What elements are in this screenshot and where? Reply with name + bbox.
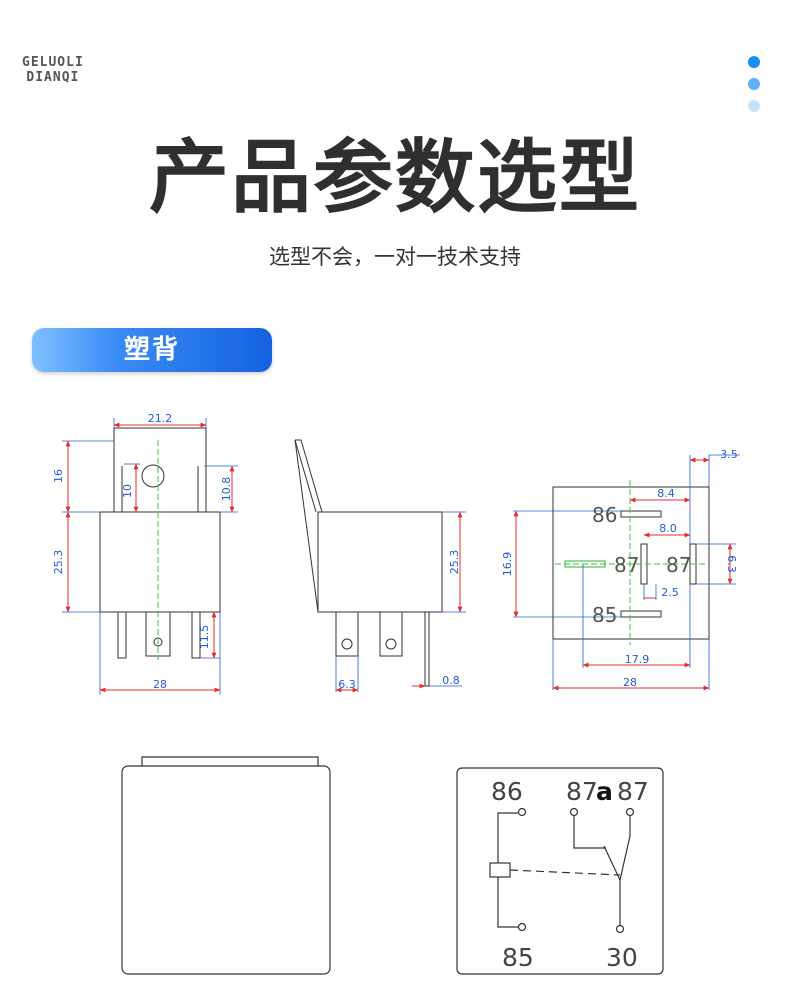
dim-width: 28 [153,678,167,691]
dim-side-body-height: 25.3 [448,550,461,575]
side-terminal-1 [335,612,359,657]
dim-offset: 3.5 [720,448,738,461]
dim-side-thickness: 0.8 [442,674,460,687]
housing-body [121,765,331,975]
relay-coil [489,862,511,878]
dim-pin-length: 11.5 [198,625,211,650]
dim-term: 6.3 [725,555,738,573]
schematic-label-87a-suffix: a [596,777,613,806]
schematic-frame [456,767,664,975]
side-terminal-2 [379,612,403,657]
dim-d3: 2.5 [661,586,679,599]
schematic-label-86: 86 [491,777,523,806]
bottom-label-87: 87 [666,553,691,577]
dim-height: 16.9 [501,552,514,577]
front-top-bracket [113,427,207,513]
brand-line-1: GELUOLI [22,55,84,70]
page-subtitle: 选型不会，一对一技术支持 [269,245,521,269]
dim-hole: 10 [121,484,134,498]
front-pin-1 [117,611,127,659]
indicator-dot-2 [748,78,760,90]
dim-d5: 28 [623,676,637,689]
schematic-label-87: 87 [617,777,649,806]
bottom-label-85: 85 [592,603,617,627]
mounting-hole [141,464,165,488]
bottom-label-87a: 87 [614,553,639,577]
schematic-label-85: 85 [502,943,534,972]
bottom-label-86: 86 [592,503,617,527]
schematic-label-87a: 87 [566,777,598,806]
front-body [99,511,221,613]
section-tab: 塑背 [32,328,272,372]
section-tab-label: 塑背 [123,335,180,365]
indicator-dot-1 [748,56,760,68]
front-pin-2 [191,611,201,659]
bottom-view [513,454,740,691]
bottom-pin-85 [620,610,662,618]
dim-d4: 17.9 [625,653,650,666]
front-view [62,418,238,695]
wiring-schematic [456,767,664,975]
schematic-label-30: 30 [606,943,638,972]
bottom-frame [552,486,710,640]
dim-body-height: 25.3 [52,550,65,575]
dim-d1: 8.4 [657,487,675,500]
page-title: 产品参数选型 [149,131,641,224]
side-body [317,511,443,613]
dim-side-terminal: 6.3 [338,678,356,691]
bottom-pin-86 [620,510,662,518]
dim-height-upper: 16 [52,469,65,483]
indicator-dot-3 [748,100,760,112]
dim-top-width: 21.2 [148,412,173,425]
side-thin-pin [424,611,430,687]
brand-logo: GELUOLI DIANQI [22,55,84,85]
dim-tab: 10.8 [220,477,233,502]
side-view [294,439,466,693]
page-indicator [748,56,760,122]
dim-d2: 8.0 [659,522,677,535]
housing-outline [121,756,331,975]
brand-line-2: DIANQI [26,70,80,85]
